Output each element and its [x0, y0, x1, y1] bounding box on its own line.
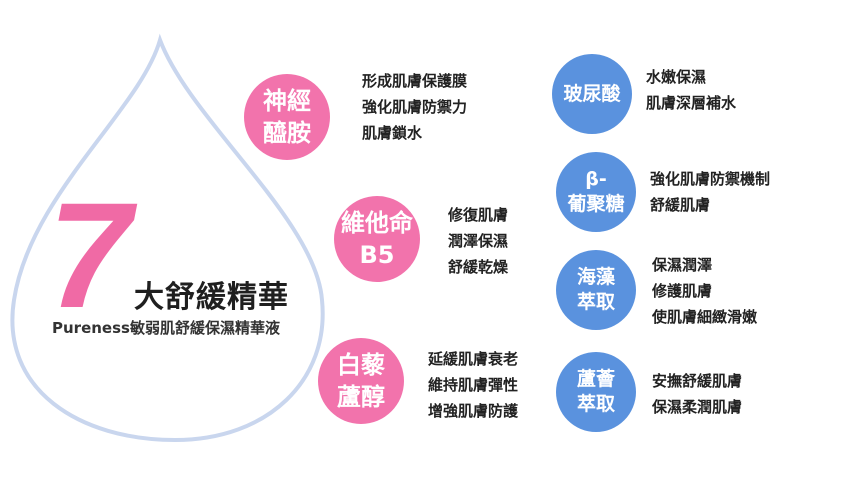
ingredient-name-line: 白藜	[337, 351, 385, 379]
ingredient-badge-hyaluronic-acid: 玻尿酸	[552, 54, 632, 134]
benefit-item: 舒緩肌膚	[650, 196, 711, 214]
ingredient-name-line: β-	[585, 168, 607, 190]
ingredient-name-line: 玻尿酸	[563, 82, 621, 105]
benefit-item: 強化肌膚防禦力	[362, 98, 468, 116]
ingredient-name-line: 葡聚糖	[567, 193, 625, 215]
headline-subtitle: Pureness敏弱肌舒緩保濕精華液	[52, 319, 280, 337]
ingredient-benefits-hyaluronic-acid: 水嫩保濕 肌膚深層補水	[646, 64, 736, 116]
ingredient-badge-beta-glucan: β- 葡聚糖	[556, 152, 636, 232]
ingredient-name-line: 萃取	[576, 393, 615, 415]
benefit-item: 肌膚鎖水	[362, 124, 423, 142]
benefit-item: 修護肌膚	[652, 282, 713, 300]
ingredient-badge-resveratrol: 白藜 蘆醇	[318, 338, 404, 424]
benefit-item: 使肌膚細緻滑嫩	[652, 308, 758, 326]
ingredient-badge-vitamin-b5: 維他命 B5	[334, 196, 420, 282]
ingredient-benefits-resveratrol: 延緩肌膚衰老 維持肌膚彈性 增強肌膚防護	[428, 346, 518, 424]
headline-title: 大舒緩精華	[134, 280, 289, 315]
benefit-item: 保濕柔潤肌膚	[652, 398, 743, 416]
ingredient-name-line: 神經	[263, 87, 311, 115]
ingredient-benefits-beta-glucan: 強化肌膚防禦機制 舒緩肌膚	[650, 166, 770, 218]
ingredient-name-line: 維他命	[341, 209, 413, 237]
ingredient-badge-seaweed-extract: 海藻 萃取	[556, 250, 636, 330]
ingredient-badge-aloe-extract: 蘆薈 萃取	[556, 352, 636, 432]
benefit-item: 形成肌膚保護膜	[362, 72, 468, 90]
benefit-item: 延緩肌膚衰老	[428, 350, 519, 368]
benefit-item: 增強肌膚防護	[428, 402, 519, 420]
ingredient-name-line: 醯胺	[263, 119, 311, 147]
benefit-item: 肌膚深層補水	[646, 94, 737, 112]
ingredient-benefits-ceramide: 形成肌膚保護膜 強化肌膚防禦力 肌膚鎖水	[362, 68, 467, 146]
benefit-item: 保濕潤澤	[652, 256, 713, 274]
benefit-item: 維持肌膚彈性	[428, 376, 519, 394]
ingredient-name-line: 蘆薈	[576, 368, 615, 390]
ingredient-name-line: 海藻	[576, 266, 615, 288]
ingredient-benefits-vitamin-b5: 修復肌膚 潤澤保濕 舒緩乾燥	[448, 202, 508, 280]
ingredient-name-line: B5	[359, 241, 395, 269]
headline-number: 7	[48, 171, 132, 339]
benefit-item: 修復肌膚	[448, 206, 509, 224]
benefit-item: 強化肌膚防禦機制	[650, 170, 771, 188]
ingredient-benefits-aloe-extract: 安撫舒緩肌膚 保濕柔潤肌膚	[652, 368, 742, 420]
ingredient-name-line: 蘆醇	[337, 383, 385, 411]
benefit-item: 水嫩保濕	[646, 68, 707, 86]
ingredient-name-line: 萃取	[576, 291, 615, 313]
ingredient-badge-ceramide: 神經 醯胺	[244, 74, 330, 160]
benefit-item: 潤澤保濕	[448, 232, 509, 250]
benefit-item: 安撫舒緩肌膚	[652, 372, 743, 390]
ingredient-benefits-seaweed-extract: 保濕潤澤 修護肌膚 使肌膚細緻滑嫩	[652, 252, 757, 330]
benefit-item: 舒緩乾燥	[448, 258, 509, 276]
